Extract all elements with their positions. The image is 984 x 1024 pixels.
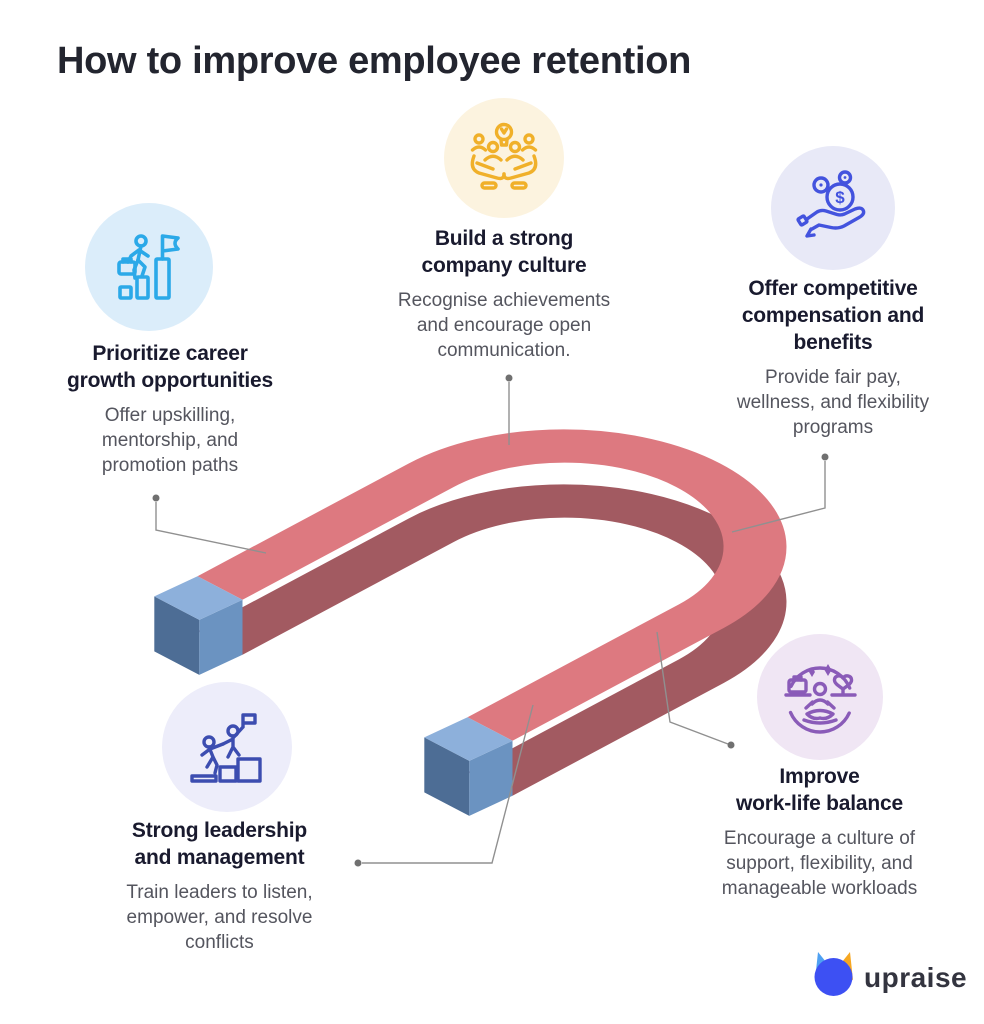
leader-line-culture <box>505 374 513 445</box>
upraise-logo: upraise <box>812 948 982 1005</box>
callout-heading: Offer competitive compensation and benef… <box>741 277 925 354</box>
dollar-glyph: $ <box>835 188 845 207</box>
career-growth-icon-badge <box>85 203 213 331</box>
callout-body: Provide fair pay, wellness, and flexibil… <box>736 366 930 438</box>
callout-leadership: Strong leadership and management Train l… <box>72 682 367 955</box>
work-life-balance-icon <box>783 664 857 734</box>
callout-body: Offer upskilling, mentorship, and promot… <box>101 404 239 476</box>
work-life-balance-icon-badge <box>756 634 883 760</box>
leader-line-leadership <box>354 704 534 867</box>
callout-worklife: Improve work-life balance Encourage a cu… <box>672 634 967 901</box>
callout-heading: Strong leadership and management <box>131 819 308 869</box>
upraise-logo-text: upraise <box>864 962 967 993</box>
career-growth-icon <box>117 234 180 300</box>
callout-body: Train leaders to listen, empower, and re… <box>126 881 313 953</box>
magnet-tip-south <box>424 717 513 816</box>
magnet-tip-north <box>154 576 243 675</box>
callout-body: Recognise achievements and encourage ope… <box>397 289 611 361</box>
upraise-logo-graphic: upraise <box>814 952 967 996</box>
compensation-icon: $ <box>796 170 866 238</box>
company-culture-icon-badge <box>444 98 564 218</box>
upraise-logo-icon <box>814 952 853 996</box>
compensation-icon-badge: $ <box>771 146 895 270</box>
callout-compensation: $ Offer competitive compensation and ben… <box>693 146 973 440</box>
callout-company-culture: Build a strong company culture Recognise… <box>364 98 644 363</box>
leader-line-career <box>152 494 267 554</box>
callout-heading: Improve work-life balance <box>736 765 903 815</box>
callout-heading: Prioritize career growth opportunities <box>67 342 273 392</box>
company-culture-icon <box>470 122 538 190</box>
callout-career-growth: Prioritize career growth opportunities O… <box>30 203 310 478</box>
callout-body: Encourage a culture of support, flexibil… <box>721 827 918 899</box>
leadership-icon-badge <box>162 682 292 812</box>
leadership-icon <box>190 713 262 783</box>
leader-line-compensation <box>731 453 829 533</box>
page-title: How to improve employee retention <box>57 40 692 82</box>
callout-heading: Build a strong company culture <box>421 227 587 277</box>
